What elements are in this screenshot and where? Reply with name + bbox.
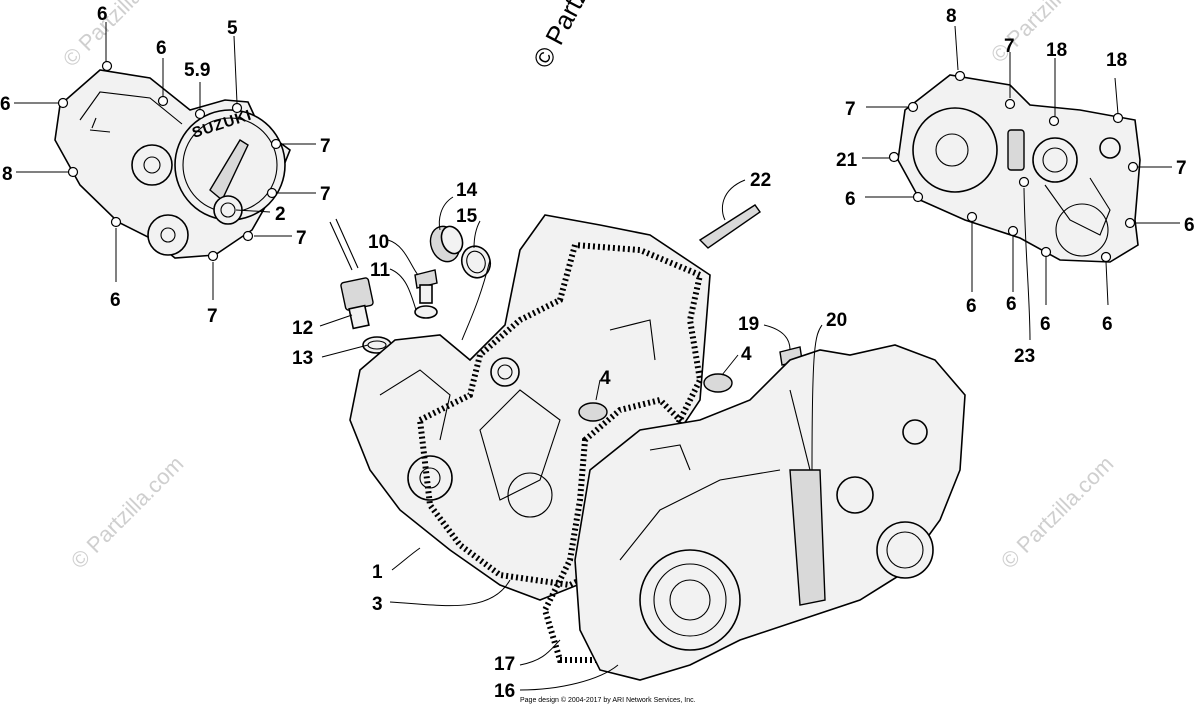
side-cover-right	[888, 70, 1141, 263]
bolt-19-axis	[789, 389, 811, 471]
label-3: 3	[372, 594, 383, 615]
clip-22	[698, 204, 761, 249]
label-6: 6	[110, 290, 121, 311]
label-22: 22	[750, 170, 771, 191]
label-4: 4	[741, 344, 752, 365]
label-18: 18	[1106, 50, 1127, 71]
callout-labels: 6 6 5 5.9 6 7 8 7 2 7 6 7 14 15 10 11 12…	[0, 4, 1195, 702]
label-7: 7	[296, 228, 307, 249]
footer-copyright: Page design © 2004-2017 by ARI Network S…	[520, 696, 696, 704]
label-2: 2	[275, 204, 286, 225]
label-12: 12	[292, 318, 313, 339]
label-13: 13	[292, 348, 313, 369]
label-6: 6	[97, 4, 108, 25]
label-18: 18	[1046, 40, 1067, 61]
label-7: 7	[320, 136, 331, 157]
watermark-tl: © Partzilla.com	[58, 0, 181, 72]
label-6: 6	[1006, 294, 1017, 315]
plug-and-bolt-parts	[414, 225, 809, 390]
label-6: 6	[156, 38, 167, 59]
label-23: 23	[1014, 346, 1035, 367]
label-5: 5	[227, 18, 238, 39]
label-16: 16	[494, 681, 515, 702]
label-7: 7	[1176, 158, 1187, 179]
label-14: 14	[456, 180, 478, 201]
label-19: 19	[738, 314, 759, 335]
watermark-mr: © Partzilla.com	[996, 451, 1119, 574]
label-11: 11	[370, 260, 391, 281]
label-7: 7	[207, 306, 218, 327]
label-17: 17	[494, 654, 515, 675]
gasket-3	[416, 241, 704, 589]
label-7: 7	[845, 99, 856, 120]
clutch-cover-left: SUZUKI	[54, 60, 291, 262]
label-6: 6	[0, 94, 11, 115]
label-6: 6	[1102, 314, 1113, 335]
label-6: 6	[845, 189, 856, 210]
label-8: 8	[2, 164, 13, 185]
watermark-top: © Partzilla.com	[527, 0, 636, 73]
leader-lines	[14, 22, 1180, 691]
label-10: 10	[368, 232, 389, 253]
label-5-9: 5.9	[184, 60, 210, 81]
label-6: 6	[966, 296, 977, 317]
label-6: 6	[1184, 215, 1195, 236]
label-7: 7	[320, 184, 331, 205]
crankcase-right	[574, 344, 966, 681]
label-1: 1	[372, 562, 383, 583]
label-4: 4	[600, 368, 611, 389]
label-7: 7	[1004, 36, 1015, 57]
label-20: 20	[826, 310, 847, 331]
label-8: 8	[946, 6, 957, 27]
label-21: 21	[836, 150, 858, 171]
label-15: 15	[456, 206, 478, 227]
label-6: 6	[1040, 314, 1051, 335]
watermark-ml: © Partzilla.com	[66, 451, 189, 574]
